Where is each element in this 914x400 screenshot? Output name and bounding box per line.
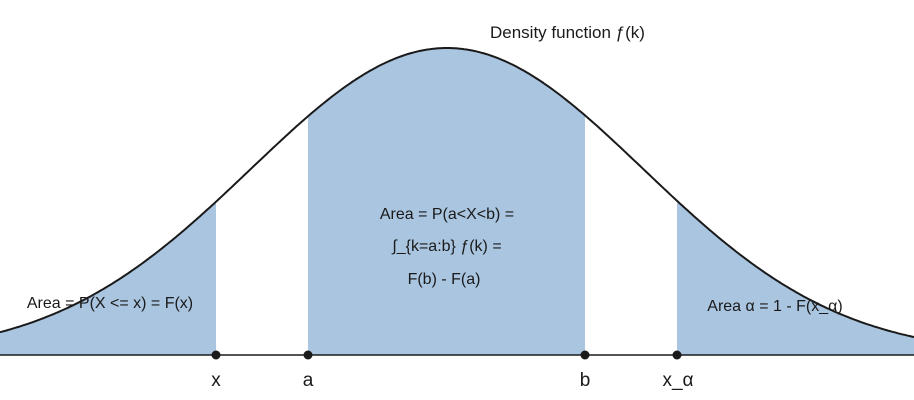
area-left-label: Area = P(X <= x) = F(x) — [27, 295, 193, 312]
area-middle-label-line2: ∫_{k=a:b} ƒ(k) = — [391, 238, 501, 255]
point-x-alpha-label: x_α — [662, 370, 693, 391]
point-a-marker — [303, 350, 313, 360]
point-x-marker — [211, 350, 221, 360]
area-middle-label-line1: Area = P(a<X<b) = — [380, 206, 514, 223]
point-a-label: a — [303, 370, 314, 391]
point-b-marker — [580, 350, 590, 360]
area-left-tail — [0, 201, 216, 355]
point-x-alpha-marker — [672, 350, 682, 360]
curve-title: Density function ƒ(k) — [490, 23, 645, 42]
point-x-label: x — [211, 370, 221, 391]
point-b-label: b — [580, 370, 591, 391]
area-right-tail — [677, 200, 914, 355]
area-right-label: Area α = 1 - F(x_α) — [707, 298, 842, 315]
density-curve — [0, 47, 914, 338]
area-middle-interval — [308, 48, 585, 355]
area-middle-label-line3: F(b) - F(a) — [408, 271, 481, 288]
